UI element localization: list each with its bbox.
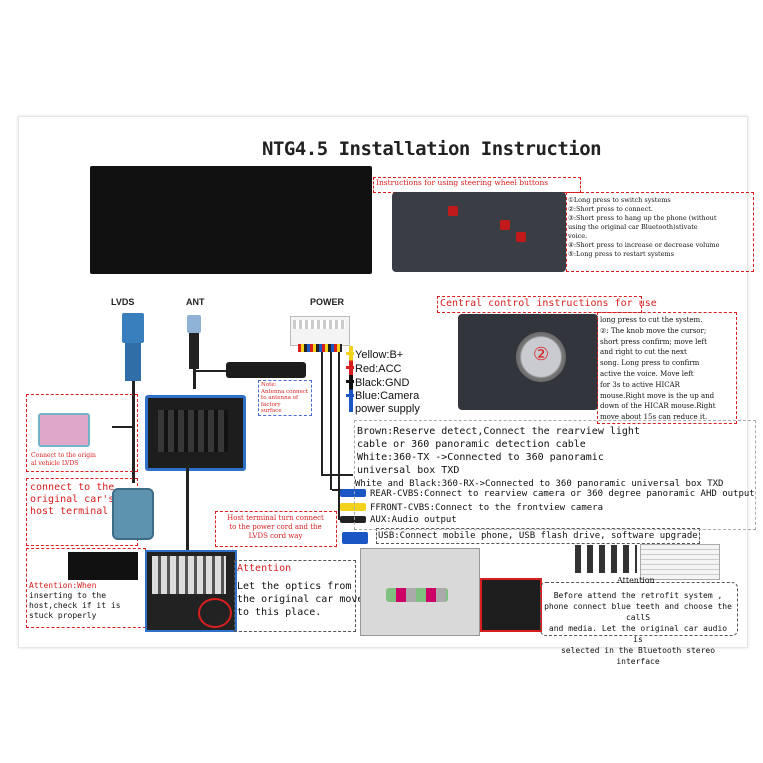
host-terminal-box bbox=[215, 511, 337, 547]
red-label: Red:ACC bbox=[355, 363, 402, 375]
settings-table-thumbnail bbox=[640, 544, 720, 580]
usb-plug bbox=[342, 532, 368, 544]
steering-highlight-1 bbox=[448, 206, 458, 216]
front-cvbs-plug bbox=[340, 503, 366, 511]
cable-rear-cvbs: REAR-CVBS:Connect to rearview camera or … bbox=[370, 489, 755, 499]
power-port-label: POWER bbox=[310, 297, 345, 307]
antenna-link bbox=[196, 370, 226, 372]
cable-section-box bbox=[354, 420, 756, 530]
aux-plug bbox=[340, 516, 366, 523]
central-heading-box bbox=[437, 296, 642, 313]
lvds-connector-tail bbox=[125, 343, 141, 381]
car-unit-connector bbox=[480, 578, 542, 632]
ant-note-box bbox=[258, 380, 312, 416]
steering-highlight-2 bbox=[500, 220, 510, 230]
power-connector-pins bbox=[293, 320, 345, 329]
yellow-label: Yellow:B+ bbox=[355, 349, 404, 361]
central-heading: Central control instructions for use bbox=[440, 298, 657, 309]
power-drop-2 bbox=[330, 352, 332, 490]
usb-label-box bbox=[376, 528, 700, 544]
steering-text-box bbox=[566, 192, 754, 272]
black-label: Black:GND bbox=[355, 377, 410, 389]
brown-feed bbox=[321, 474, 353, 476]
harness-cable bbox=[186, 465, 189, 550]
attention-right-text: Before attend the retrofit system ,phone… bbox=[544, 591, 732, 666]
antenna-stick bbox=[226, 362, 306, 378]
lvds-note-box bbox=[26, 394, 138, 472]
attention-mid-heading: Attention bbox=[237, 563, 292, 574]
rear-cvbs-plug bbox=[340, 489, 366, 497]
attention-right-box bbox=[540, 582, 738, 636]
lvds-connector-pink bbox=[38, 413, 90, 447]
brown-block: Brown:Reserve detect,Connect the rearvie… bbox=[357, 426, 640, 476]
steering-heading: Instructions for using steering wheel bu… bbox=[376, 178, 549, 187]
connector-pinblock bbox=[152, 556, 226, 594]
wire-color-bar bbox=[349, 346, 353, 412]
blue-fakra-connector bbox=[112, 488, 154, 540]
cable-aux: AUX:Audio output bbox=[370, 515, 457, 525]
host-plug-photo bbox=[68, 552, 138, 580]
lvds-cable-to-note bbox=[112, 426, 132, 428]
central-text-box bbox=[597, 312, 737, 424]
power-drop-3 bbox=[338, 352, 340, 520]
lvds-port-label: LVDS bbox=[111, 297, 135, 307]
main-module-box bbox=[90, 166, 372, 274]
optics-circle bbox=[198, 598, 232, 628]
cable-front-cvbs: FFRONT-CVBS:Connect to the frontview cam… bbox=[370, 503, 603, 513]
ant-connector-body bbox=[189, 333, 199, 369]
knob-label: ② bbox=[533, 344, 550, 365]
power-wire-labels: Yellow:B+ Red:ACC Black:GND Blue:Camera … bbox=[355, 348, 445, 416]
power-wire-bundle bbox=[298, 344, 342, 352]
steering-wheel-photo bbox=[392, 192, 566, 272]
power-drop-1 bbox=[321, 352, 323, 474]
page-title: NTG4.5 Installation Instruction bbox=[262, 138, 602, 160]
lvds-connector bbox=[122, 313, 144, 343]
knob bbox=[516, 332, 566, 382]
harness-grid bbox=[158, 410, 228, 452]
central-lines: long press to cut the system.②: The knob… bbox=[600, 316, 716, 422]
settings-thumbnail bbox=[575, 545, 637, 573]
car-unit-ports bbox=[386, 588, 448, 602]
ant-connector bbox=[187, 315, 201, 333]
steering-highlight-3 bbox=[516, 232, 526, 242]
cable-360rx: White and Black:360-RX->Connected to 360… bbox=[355, 479, 724, 489]
lvds-cable bbox=[132, 381, 135, 483]
ant-cable bbox=[193, 369, 196, 389]
attention-right-heading: Attention bbox=[617, 576, 655, 585]
blue-label: Blue:Camera power supply bbox=[355, 390, 420, 415]
ant-port-label: ANT bbox=[186, 297, 205, 307]
cable-usb: USB:Connect mobile phone, USB flash driv… bbox=[378, 531, 698, 541]
attention-mid-box bbox=[234, 560, 356, 632]
